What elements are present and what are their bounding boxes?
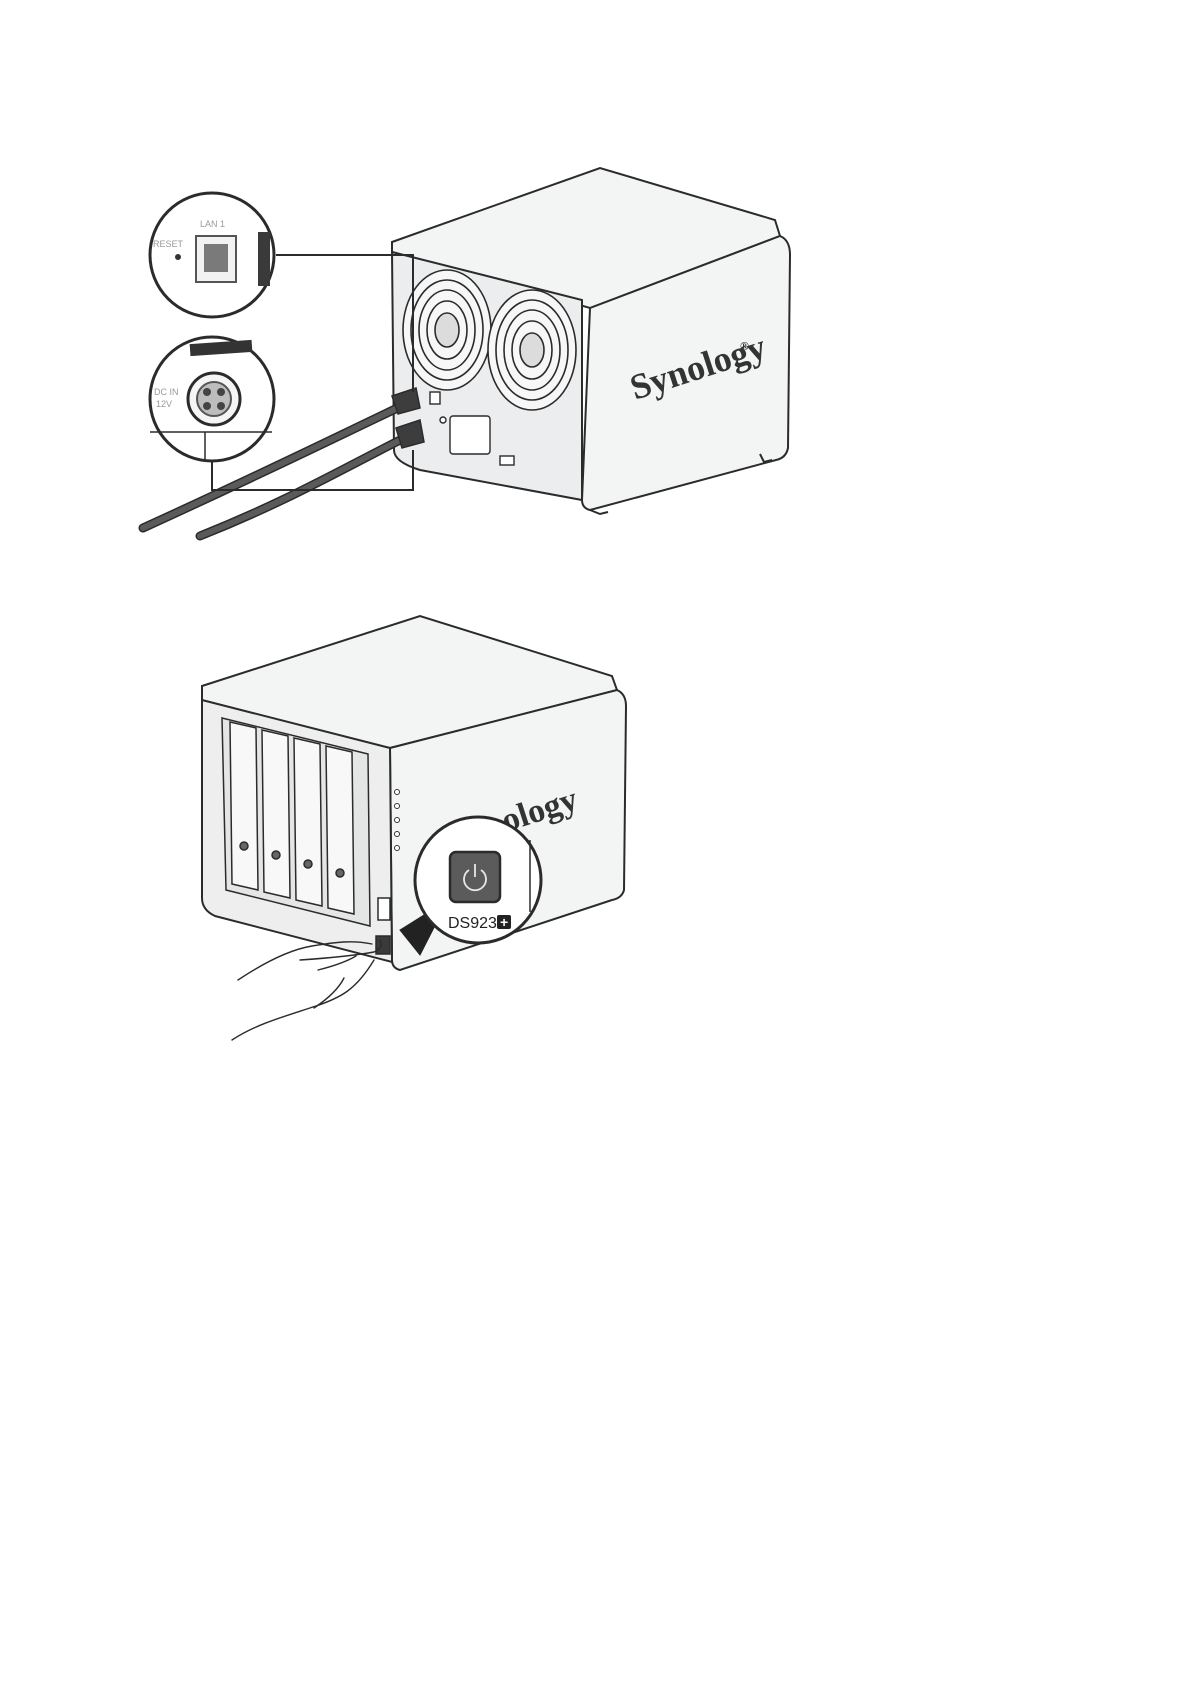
hand-illustration <box>232 940 381 1040</box>
voltage-label: 12V <box>156 399 172 409</box>
figure-rear-connection: Synology ® LAN 1 RESET <box>143 168 790 536</box>
drive-tray-4 <box>326 746 354 914</box>
model-suffix: + <box>500 914 508 930</box>
model-label: DS923 <box>448 915 497 932</box>
zoom-lan-port: LAN 1 RESET <box>150 193 274 317</box>
drive-tray-1 <box>230 722 258 890</box>
drive-tray-3 <box>294 738 322 906</box>
reset-label: RESET <box>153 239 184 249</box>
drive-tray-2 <box>262 730 290 898</box>
lan-port-label: LAN 1 <box>200 219 225 229</box>
power-button-small <box>376 936 390 954</box>
figure-front-power-on: nology DS923 + <box>202 616 626 1040</box>
dc-in-label: DC IN <box>154 387 179 397</box>
reset-hole-icon <box>175 254 181 260</box>
zoom-power-jack: DC IN 12V <box>150 337 274 461</box>
brand-registered-mark: ® <box>740 339 749 353</box>
zoom-power-button: DS923 + <box>415 817 541 943</box>
